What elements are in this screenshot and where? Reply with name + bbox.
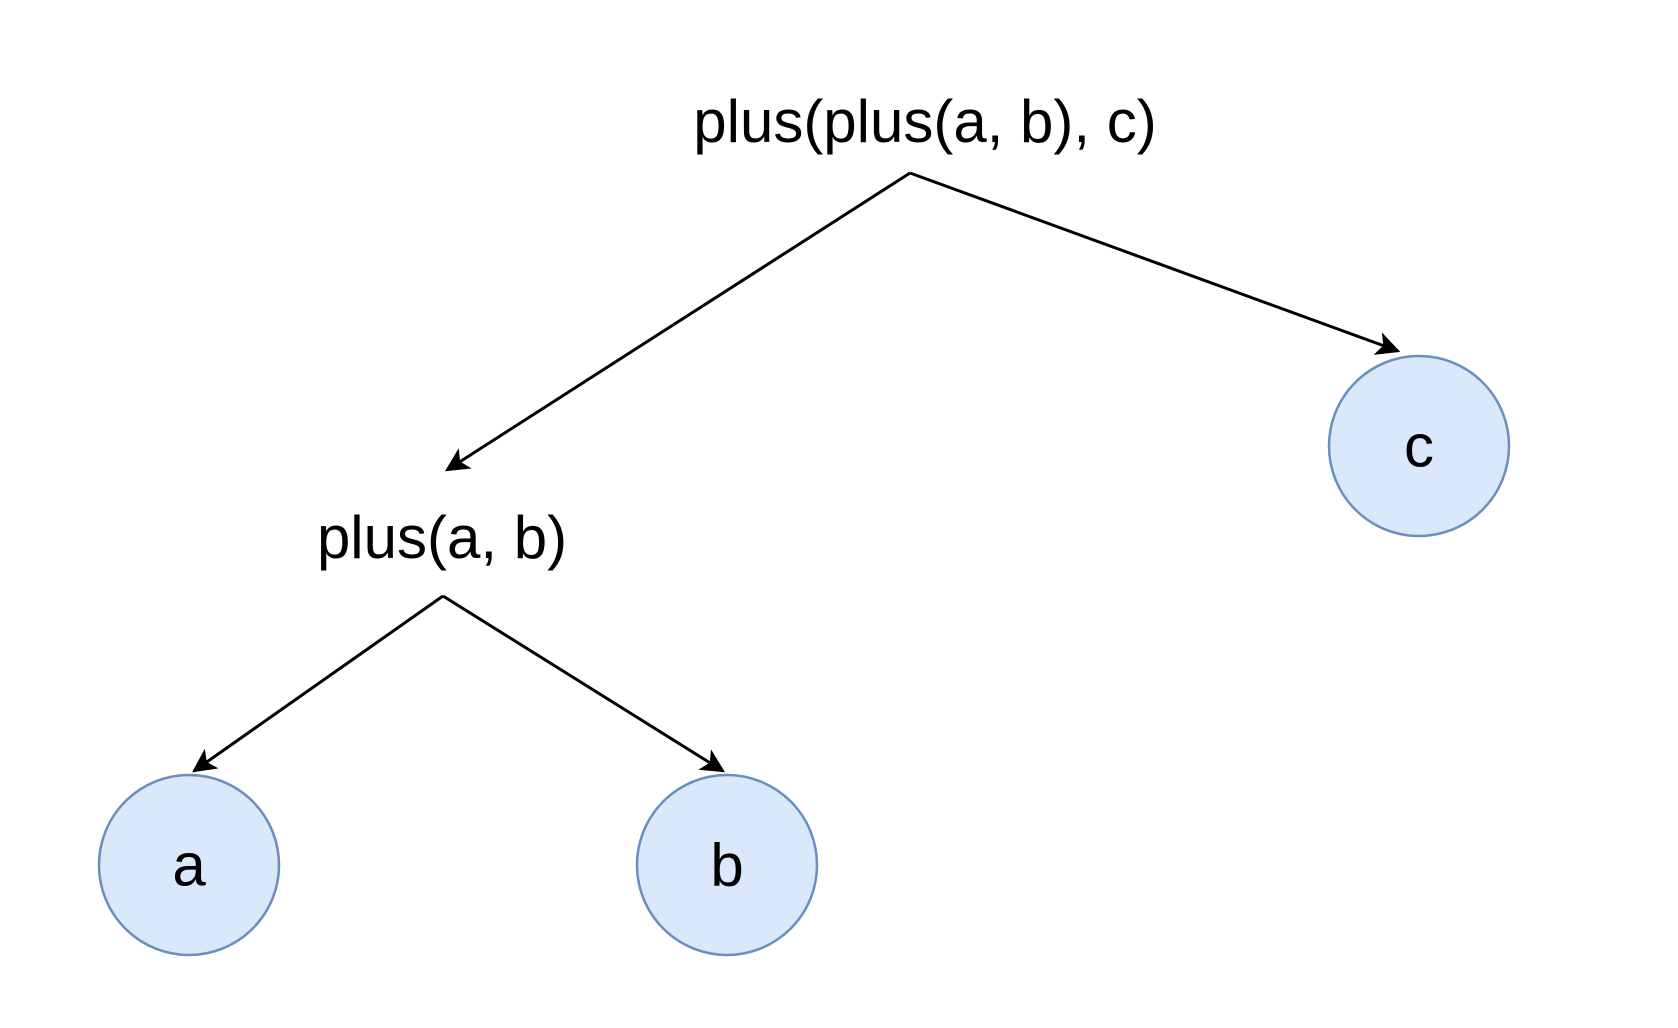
node-b: b [635, 773, 819, 957]
node-b-circle [635, 773, 819, 957]
node-plus-ab-label: plus(a, b) [317, 504, 567, 571]
node-c-circle [1327, 354, 1511, 538]
node-root-label: plus(plus(a, b), c) [693, 88, 1156, 155]
edge-root-to-plus-ab [444, 171, 911, 472]
node-c: c [1327, 354, 1511, 538]
edge-root-to-c [909, 171, 1401, 355]
node-a: a [97, 773, 281, 957]
edge-plus-ab-to-a [192, 594, 444, 773]
edge-plus-ab-to-b [442, 594, 726, 773]
node-a-circle [97, 773, 281, 957]
node-a-label: a [172, 832, 206, 899]
node-c-label: c [1404, 413, 1434, 480]
node-b-label: b [710, 832, 743, 899]
